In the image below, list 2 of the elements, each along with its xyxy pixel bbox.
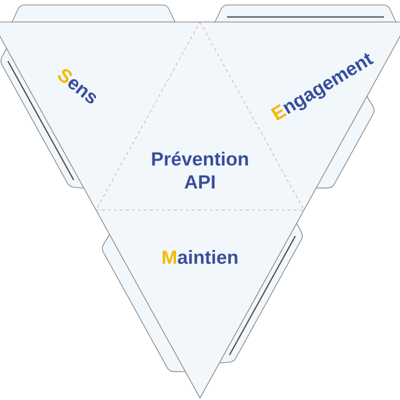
node-label: Maintien bbox=[162, 250, 238, 264]
triangle-face: Maintien bbox=[96, 210, 304, 398]
